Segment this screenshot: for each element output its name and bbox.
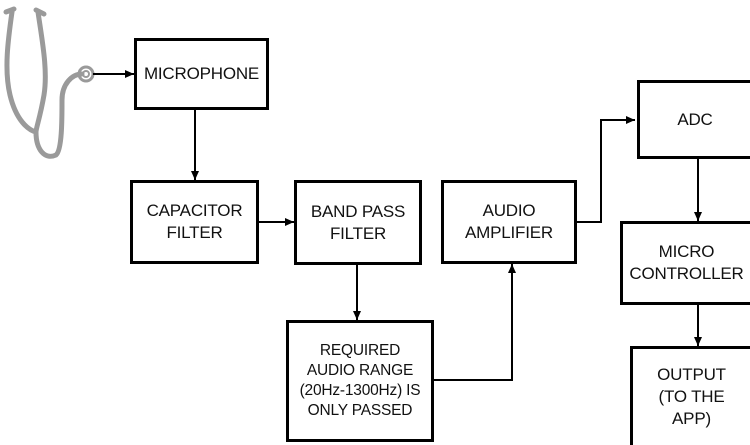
micro-controller-label: MICRO CONTROLLER xyxy=(629,241,743,285)
band-pass-filter-label: BAND PASS FILTER xyxy=(311,201,405,245)
arrow-required-range-to-amplifier xyxy=(434,264,512,380)
output-block: OUTPUT (TO THE APP) xyxy=(630,346,750,445)
stethoscope-icon xyxy=(6,9,93,156)
microphone-block: MICROPHONE xyxy=(134,38,269,110)
audio-amplifier-label: AUDIO AMPLIFIER xyxy=(465,200,553,244)
capacitor-filter-label: CAPACITOR FILTER xyxy=(147,200,243,244)
capacitor-filter-block: CAPACITOR FILTER xyxy=(130,180,259,264)
micro-controller-block: MICRO CONTROLLER xyxy=(620,221,750,305)
adc-label: ADC xyxy=(677,109,712,131)
microphone-label: MICROPHONE xyxy=(144,63,259,85)
arrow-amplifier-to-adc xyxy=(577,120,635,222)
audio-amplifier-block: AUDIO AMPLIFIER xyxy=(441,180,577,264)
adc-block: ADC xyxy=(637,80,750,159)
required-range-block: REQUIRED AUDIO RANGE (20Hz-1300Hz) IS ON… xyxy=(286,320,434,442)
output-label: OUTPUT (TO THE APP) xyxy=(657,364,726,429)
required-range-label: REQUIRED AUDIO RANGE (20Hz-1300Hz) IS ON… xyxy=(300,341,421,422)
band-pass-filter-block: BAND PASS FILTER xyxy=(294,180,422,265)
